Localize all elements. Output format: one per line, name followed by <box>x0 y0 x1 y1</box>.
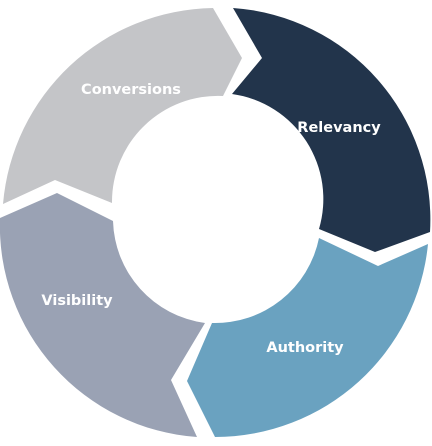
label-conversions: Conversions <box>81 82 181 98</box>
segment-conversions <box>3 8 242 204</box>
label-authority: Authority <box>266 340 344 356</box>
segment-authority <box>187 238 428 437</box>
segment-relevancy <box>232 8 431 252</box>
label-relevancy: Relevancy <box>297 120 381 136</box>
segment-visibility <box>0 193 205 437</box>
label-visibility: Visibility <box>41 293 113 309</box>
